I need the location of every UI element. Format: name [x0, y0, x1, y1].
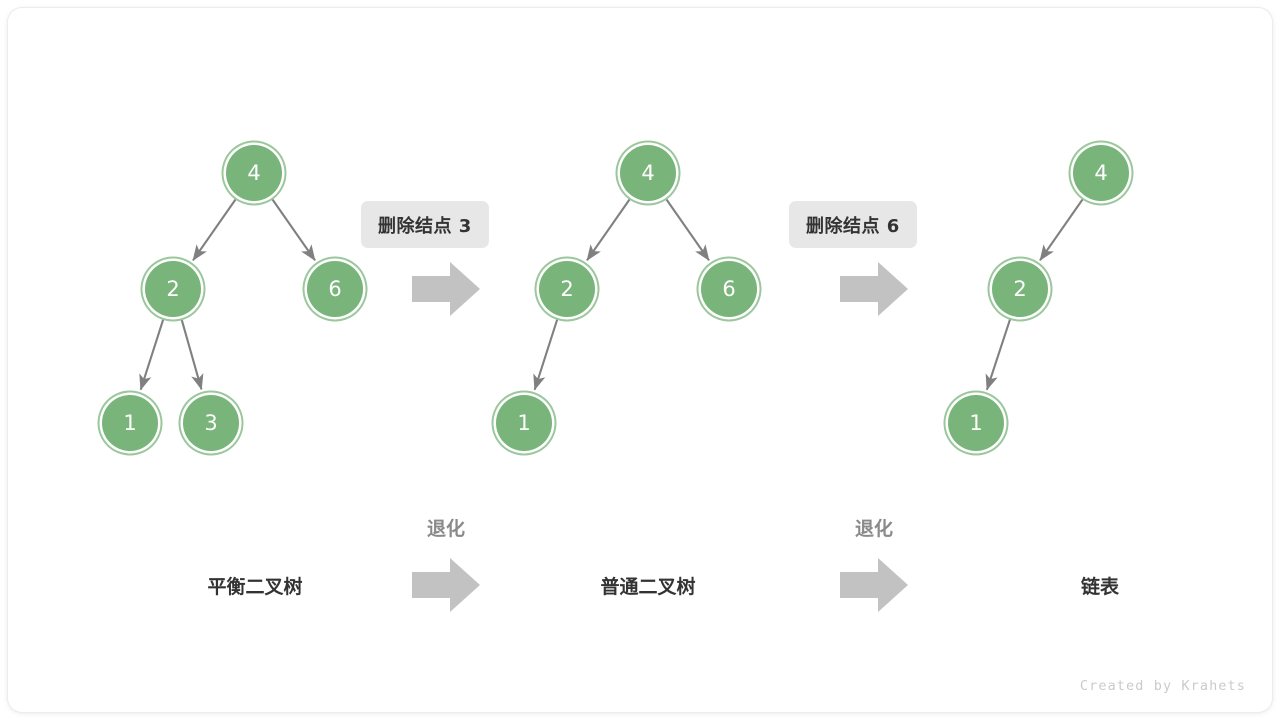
arrow-head — [878, 262, 908, 316]
tree-node: 3 — [183, 395, 239, 451]
tree-node: 1 — [496, 395, 552, 451]
tree-edge — [192, 198, 237, 261]
tree-node: 1 — [948, 395, 1004, 451]
arrow-head — [450, 558, 480, 612]
tree-edge — [271, 198, 316, 261]
edge-group — [139, 198, 1084, 391]
arrow-shaft — [840, 572, 880, 598]
arrow-head — [450, 262, 480, 316]
tree-edge — [533, 319, 559, 391]
tree-node: 2 — [539, 261, 595, 317]
watermark: Created by Krahets — [1079, 678, 1246, 694]
tree-node: 6 — [701, 261, 757, 317]
operation-label: 删除结点 6 — [789, 201, 917, 248]
tree-node: 2 — [145, 261, 201, 317]
transition-arrow-icon — [840, 262, 908, 316]
stage-caption: 平衡二叉树 — [207, 576, 303, 598]
tree-node: 6 — [307, 261, 363, 317]
transition-arrow-icon — [412, 262, 480, 316]
operation-label: 删除结点 3 — [361, 201, 489, 248]
tree-node: 2 — [992, 261, 1048, 317]
tree-node: 4 — [1073, 145, 1129, 201]
arrow-head — [878, 558, 908, 612]
tree-node: 4 — [226, 145, 282, 201]
degradation-label: 退化 — [854, 518, 893, 540]
tree-edges-layer — [139, 198, 1084, 391]
tree-edge — [139, 319, 165, 391]
degradation-label: 退化 — [426, 518, 465, 540]
arrow-shaft — [412, 276, 452, 302]
tree-node: 4 — [620, 145, 676, 201]
transition-arrow-icon — [412, 558, 480, 612]
arrow-shaft — [412, 572, 452, 598]
tree-node: 1 — [102, 395, 158, 451]
arrow-shaft — [840, 276, 880, 302]
transition-arrow-icon — [840, 558, 908, 612]
stage-caption: 链表 — [1080, 576, 1119, 598]
tree-edge — [1039, 198, 1084, 261]
tree-edge — [180, 319, 204, 391]
tree-edge — [586, 198, 631, 261]
tree-edge — [985, 319, 1012, 391]
stage-caption: 普通二叉树 — [600, 576, 696, 598]
tree-edge — [665, 198, 710, 261]
